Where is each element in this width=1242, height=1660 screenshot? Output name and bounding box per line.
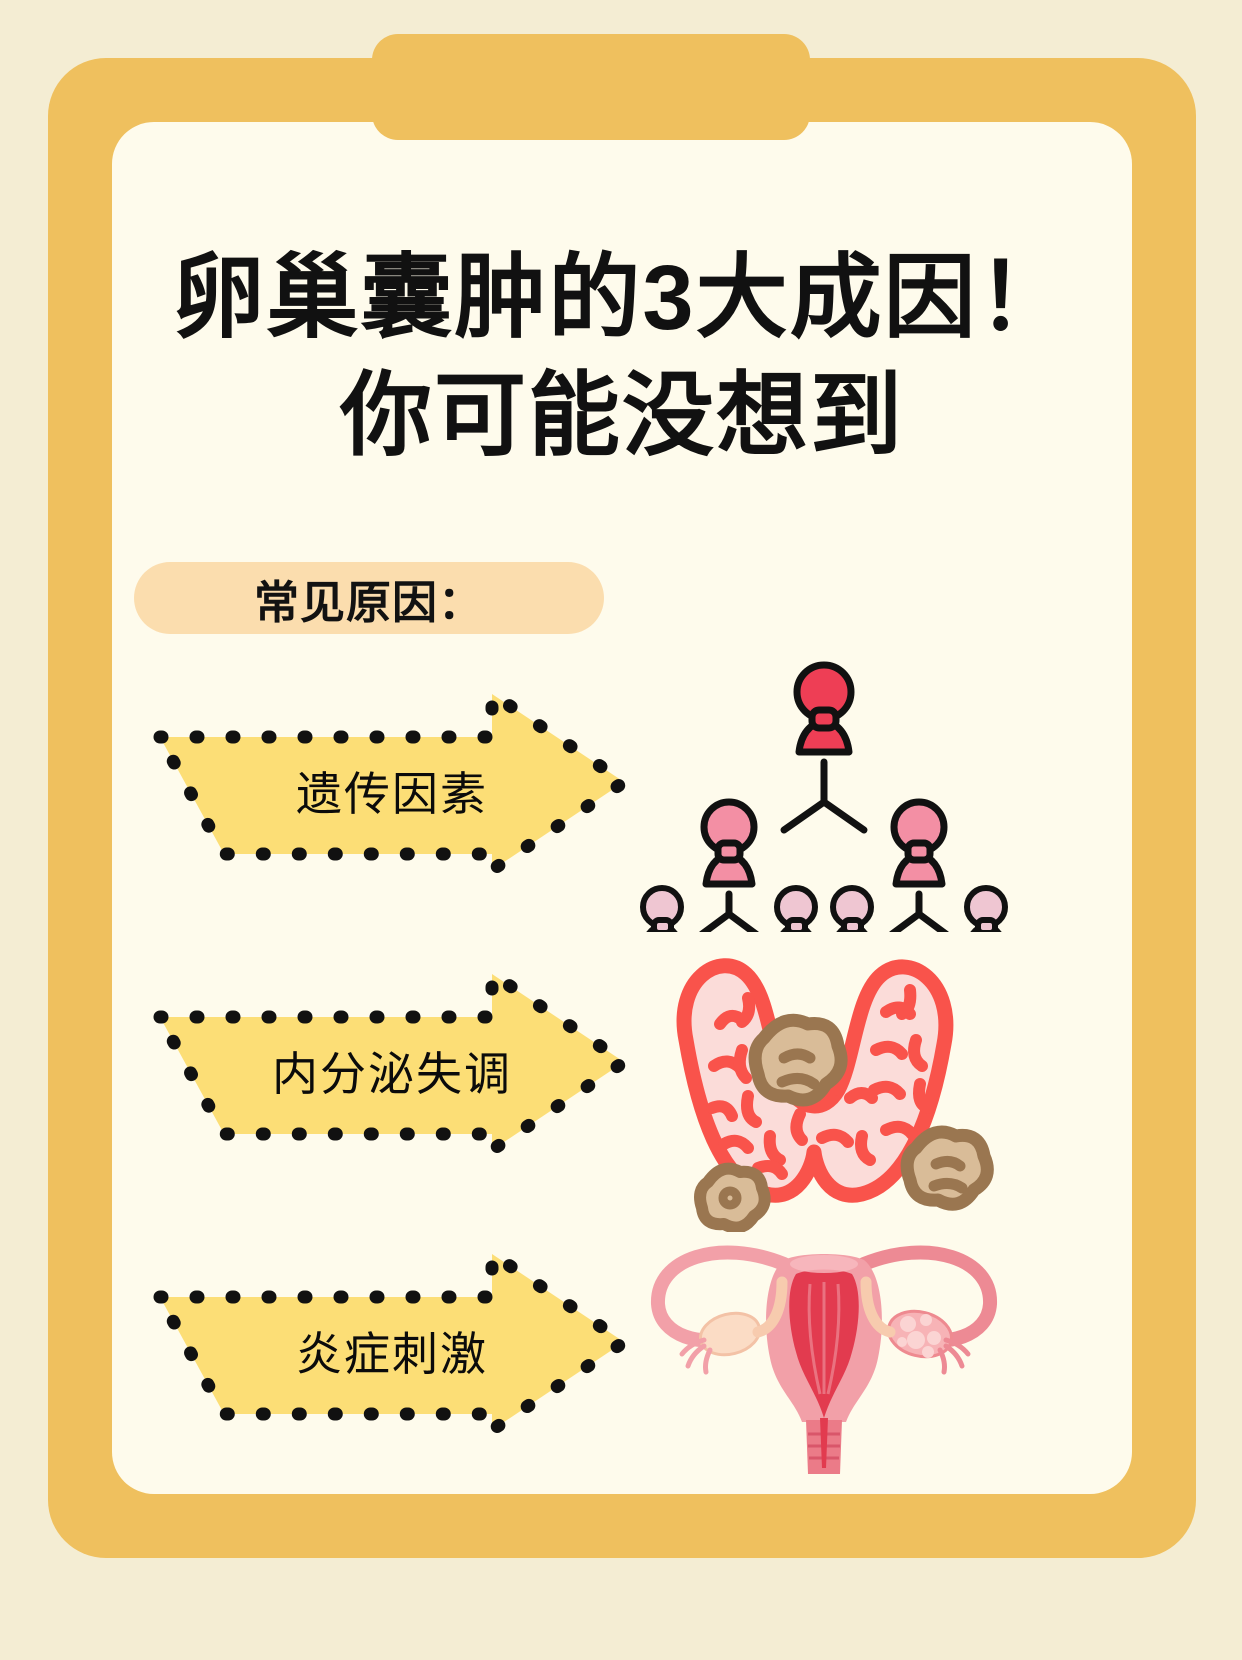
family-figure-gen3-2 (774, 885, 818, 932)
family-figure-gen1 (793, 661, 855, 756)
arrow-dashed-outline (153, 1247, 631, 1437)
clipboard-clip (372, 34, 810, 140)
cause-label: 炎症刺激 (296, 1328, 488, 1380)
page-title: 卵巢囊肿的3大成因！ 你可能没想到 (112, 240, 1132, 476)
cause-arrow-banner[interactable]: 遗传因素 (132, 682, 632, 882)
family-figure-gen3-1 (640, 885, 684, 932)
cause-row: 遗传因素 (112, 652, 1132, 932)
cause-label: 遗传因素 (296, 768, 488, 820)
arrow-dashed-outline (153, 687, 631, 877)
thyroid-nodule-1 (748, 1013, 848, 1107)
cause-label: 内分泌失调 (272, 1048, 512, 1100)
thyroid-nodules-icon (624, 932, 1024, 1232)
family-figure-gen3-4 (964, 885, 1008, 932)
family-figure-gen2-right (890, 798, 948, 888)
cause-row: 内分泌失调 (112, 932, 1132, 1232)
family-figure-gen3-3 (830, 885, 874, 932)
uterus-ovaries-icon (624, 1212, 1024, 1492)
thyroid-gland (676, 958, 954, 1203)
cause-arrow-banner[interactable]: 内分泌失调 (132, 962, 632, 1162)
family-tree-icon (624, 652, 1024, 932)
thyroid-nodule-2 (900, 1125, 994, 1211)
cause-row: 炎症刺激 (112, 1212, 1132, 1492)
section-badge: 常见原因： (134, 562, 604, 634)
section-badge-label: 常见原因： (253, 576, 484, 628)
title-line-1: 卵巢囊肿的3大成因！ (172, 247, 1072, 349)
ovarian-cysts (897, 1314, 941, 1358)
paper-card: 卵巢囊肿的3大成因！ 你可能没想到 常见原因： 遗传因素 (112, 122, 1132, 1494)
family-figure-gen2-left (700, 798, 758, 888)
arrow-dashed-outline (153, 967, 631, 1157)
thyroid-nodule-3 (694, 1162, 771, 1232)
title-line-2: 你可能没想到 (339, 364, 904, 467)
cause-arrow-banner[interactable]: 炎症刺激 (132, 1242, 632, 1442)
